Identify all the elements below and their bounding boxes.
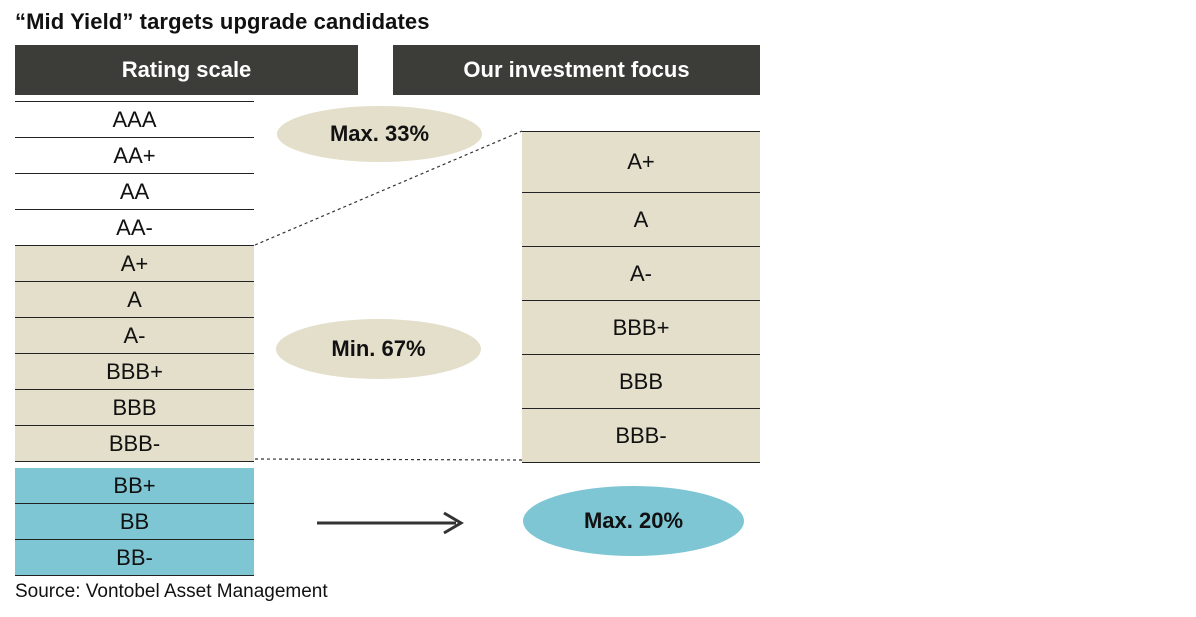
rating-cell-bb-plus: BB+ bbox=[15, 468, 254, 504]
rating-cell-aa-minus: AA- bbox=[15, 210, 254, 246]
chart-title: “Mid Yield” targets upgrade candidates bbox=[15, 9, 430, 34]
investment-focus-column: A+ A A- BBB+ BBB BBB- bbox=[522, 131, 760, 463]
rating-cell-a-plus: A+ bbox=[15, 246, 254, 282]
focus-cell-a-plus: A+ bbox=[522, 131, 760, 193]
rating-cell-aa-plus: AA+ bbox=[15, 138, 254, 174]
investment-focus-header: Our investment focus bbox=[393, 45, 760, 95]
min-67-oval: Min. 67% bbox=[276, 319, 481, 379]
max-20-oval: Max. 20% bbox=[523, 486, 744, 556]
rating-cell-bbb-plus: BBB+ bbox=[15, 354, 254, 390]
rating-cell-a: A bbox=[15, 282, 254, 318]
rating-cell-bbb-minus: BBB- bbox=[15, 426, 254, 462]
rating-scale-header: Rating scale bbox=[15, 45, 358, 95]
focus-cell-a: A bbox=[522, 193, 760, 247]
rating-cell-bbb: BBB bbox=[15, 390, 254, 426]
upper-dashed-connector bbox=[254, 130, 523, 246]
rating-cell-aa: AA bbox=[15, 174, 254, 210]
rating-scale-column: AAA AA+ AA AA- A+ A A- BBB+ BBB BBB- BB+… bbox=[15, 101, 254, 576]
focus-cell-bbb-minus: BBB- bbox=[522, 409, 760, 463]
source-note: Source: Vontobel Asset Management bbox=[15, 581, 328, 602]
focus-cell-bbb: BBB bbox=[522, 355, 760, 409]
lower-dashed-connector bbox=[254, 458, 523, 461]
focus-cell-a-minus: A- bbox=[522, 247, 760, 301]
rating-cell-bb: BB bbox=[15, 504, 254, 540]
focus-cell-bbb-plus: BBB+ bbox=[522, 301, 760, 355]
rating-cell-a-minus: A- bbox=[15, 318, 254, 354]
arrow-head-icon bbox=[443, 511, 464, 535]
max-33-oval: Max. 33% bbox=[277, 106, 482, 162]
rating-cell-bb-minus: BB- bbox=[15, 540, 254, 576]
rating-cell-aaa: AAA bbox=[15, 101, 254, 138]
